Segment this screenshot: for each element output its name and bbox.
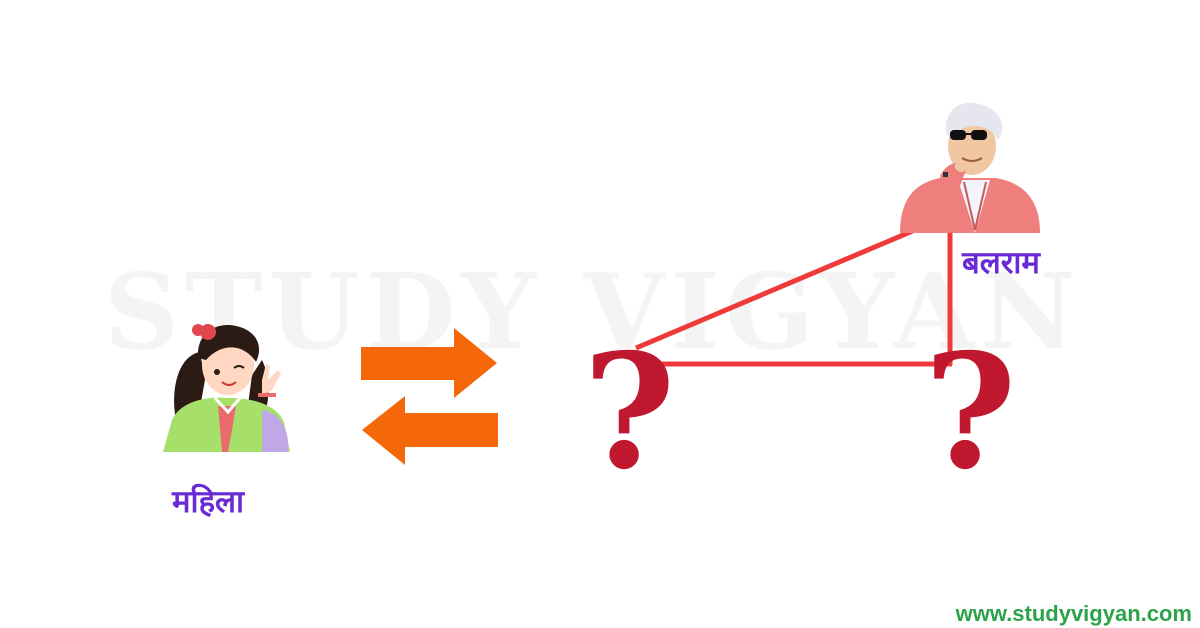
question-mark-left: ? (583, 320, 676, 505)
left-arrow-icon (362, 396, 498, 465)
website-url: www.studyvigyan.com (955, 601, 1192, 626)
balram-label: बलराम (962, 245, 1040, 281)
old-man-avatar-icon (900, 102, 1040, 233)
right-arrow-icon (361, 328, 497, 398)
relation-line-diagonal (635, 227, 916, 351)
question-mark-right: ? (924, 320, 1017, 505)
woman-label: महिला (172, 484, 245, 520)
woman-avatar-icon (163, 324, 290, 452)
watermark: STUDY VIGYAN (104, 250, 1082, 373)
